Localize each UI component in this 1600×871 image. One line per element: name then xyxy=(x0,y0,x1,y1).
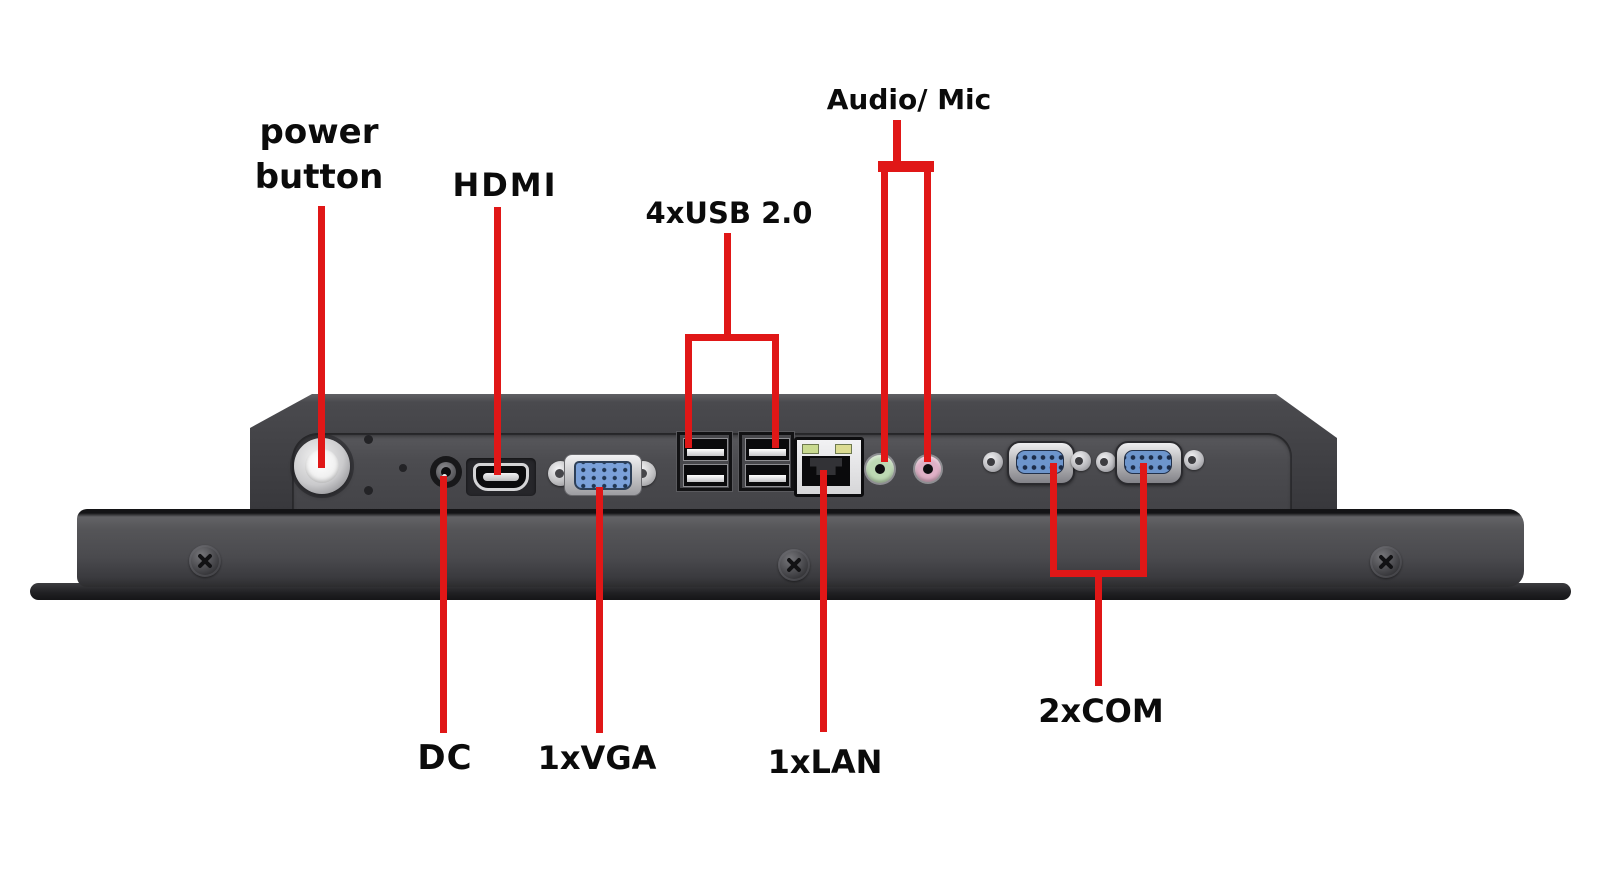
label-vga: 1xVGA xyxy=(537,739,657,777)
label-dc: DC xyxy=(417,738,473,778)
usb-port-2 xyxy=(683,464,728,487)
label-power-line2: button xyxy=(254,156,384,197)
lan-port xyxy=(794,437,864,497)
panel-hole-small xyxy=(399,464,407,472)
bezel-screw-right xyxy=(1370,546,1402,578)
bezel-screw-center xyxy=(778,549,810,581)
hdmi-port xyxy=(466,458,536,496)
vga-shell xyxy=(564,454,642,496)
hdmi-connector xyxy=(473,463,529,491)
annotation-line-lan xyxy=(820,470,827,732)
annotation-line-dc xyxy=(440,476,447,733)
usb-tongue xyxy=(687,475,724,482)
usb-tongue xyxy=(749,449,786,456)
panel-hole-bottom xyxy=(364,486,373,495)
usb-port-4 xyxy=(745,464,790,487)
usb-tongue xyxy=(687,449,724,456)
lan-led-right xyxy=(835,444,852,454)
usb-stack-2 xyxy=(739,432,794,491)
usb-port-3 xyxy=(745,438,790,461)
com2-dsub-insert xyxy=(1124,450,1172,474)
com1-dsub-insert xyxy=(1016,450,1064,474)
annotation-line-audio-stem xyxy=(893,120,901,165)
label-power-button: power button xyxy=(255,110,384,200)
panel-hole-top xyxy=(364,435,373,444)
audio-out-jack xyxy=(866,455,894,483)
annotation-line-hdmi xyxy=(494,207,501,475)
annotation-line-usb-bar xyxy=(685,334,779,341)
annotation-line-audio-bar xyxy=(878,161,934,172)
annotation-line-usb-stem xyxy=(724,233,731,338)
dc-jack-pin-hole xyxy=(441,467,451,477)
label-power-line1: power xyxy=(259,112,379,152)
annotation-line-com-left xyxy=(1050,463,1057,575)
base-strip xyxy=(30,583,1571,600)
com-port-2 xyxy=(1115,441,1183,485)
annotation-line-audio-left xyxy=(881,170,888,462)
label-com: 2xCOM xyxy=(1038,692,1164,730)
com2-screw-right xyxy=(1184,450,1204,470)
com1-screw-right xyxy=(1071,451,1091,471)
label-lan: 1xLAN xyxy=(767,743,883,781)
annotation-line-power xyxy=(318,206,325,468)
com1-screw-left xyxy=(983,452,1003,472)
lan-cavity xyxy=(802,456,850,486)
usb-stack-1 xyxy=(677,432,732,491)
annotation-line-usb-right xyxy=(772,334,779,448)
label-audio-mic: Audio/ Mic xyxy=(826,83,992,116)
rj45-tab xyxy=(810,458,842,475)
annotation-line-vga xyxy=(596,487,603,733)
usb-port-1 xyxy=(683,438,728,461)
hdmi-slot xyxy=(483,473,519,481)
vga-dsub-insert xyxy=(574,461,632,490)
com-port-1 xyxy=(1007,441,1075,485)
annotation-line-audio-right xyxy=(924,170,931,462)
bezel-screw-left xyxy=(189,545,221,577)
vga-port xyxy=(548,452,656,496)
annotation-line-usb-left xyxy=(685,334,692,448)
lan-led-left xyxy=(802,444,819,454)
usb-tongue xyxy=(749,475,786,482)
label-usb: 4xUSB 2.0 xyxy=(645,196,813,230)
com2-screw-left xyxy=(1096,452,1116,472)
annotation-line-com-right xyxy=(1140,463,1147,575)
label-hdmi: HDMI xyxy=(452,166,558,204)
annotation-line-com-stem xyxy=(1095,570,1102,686)
